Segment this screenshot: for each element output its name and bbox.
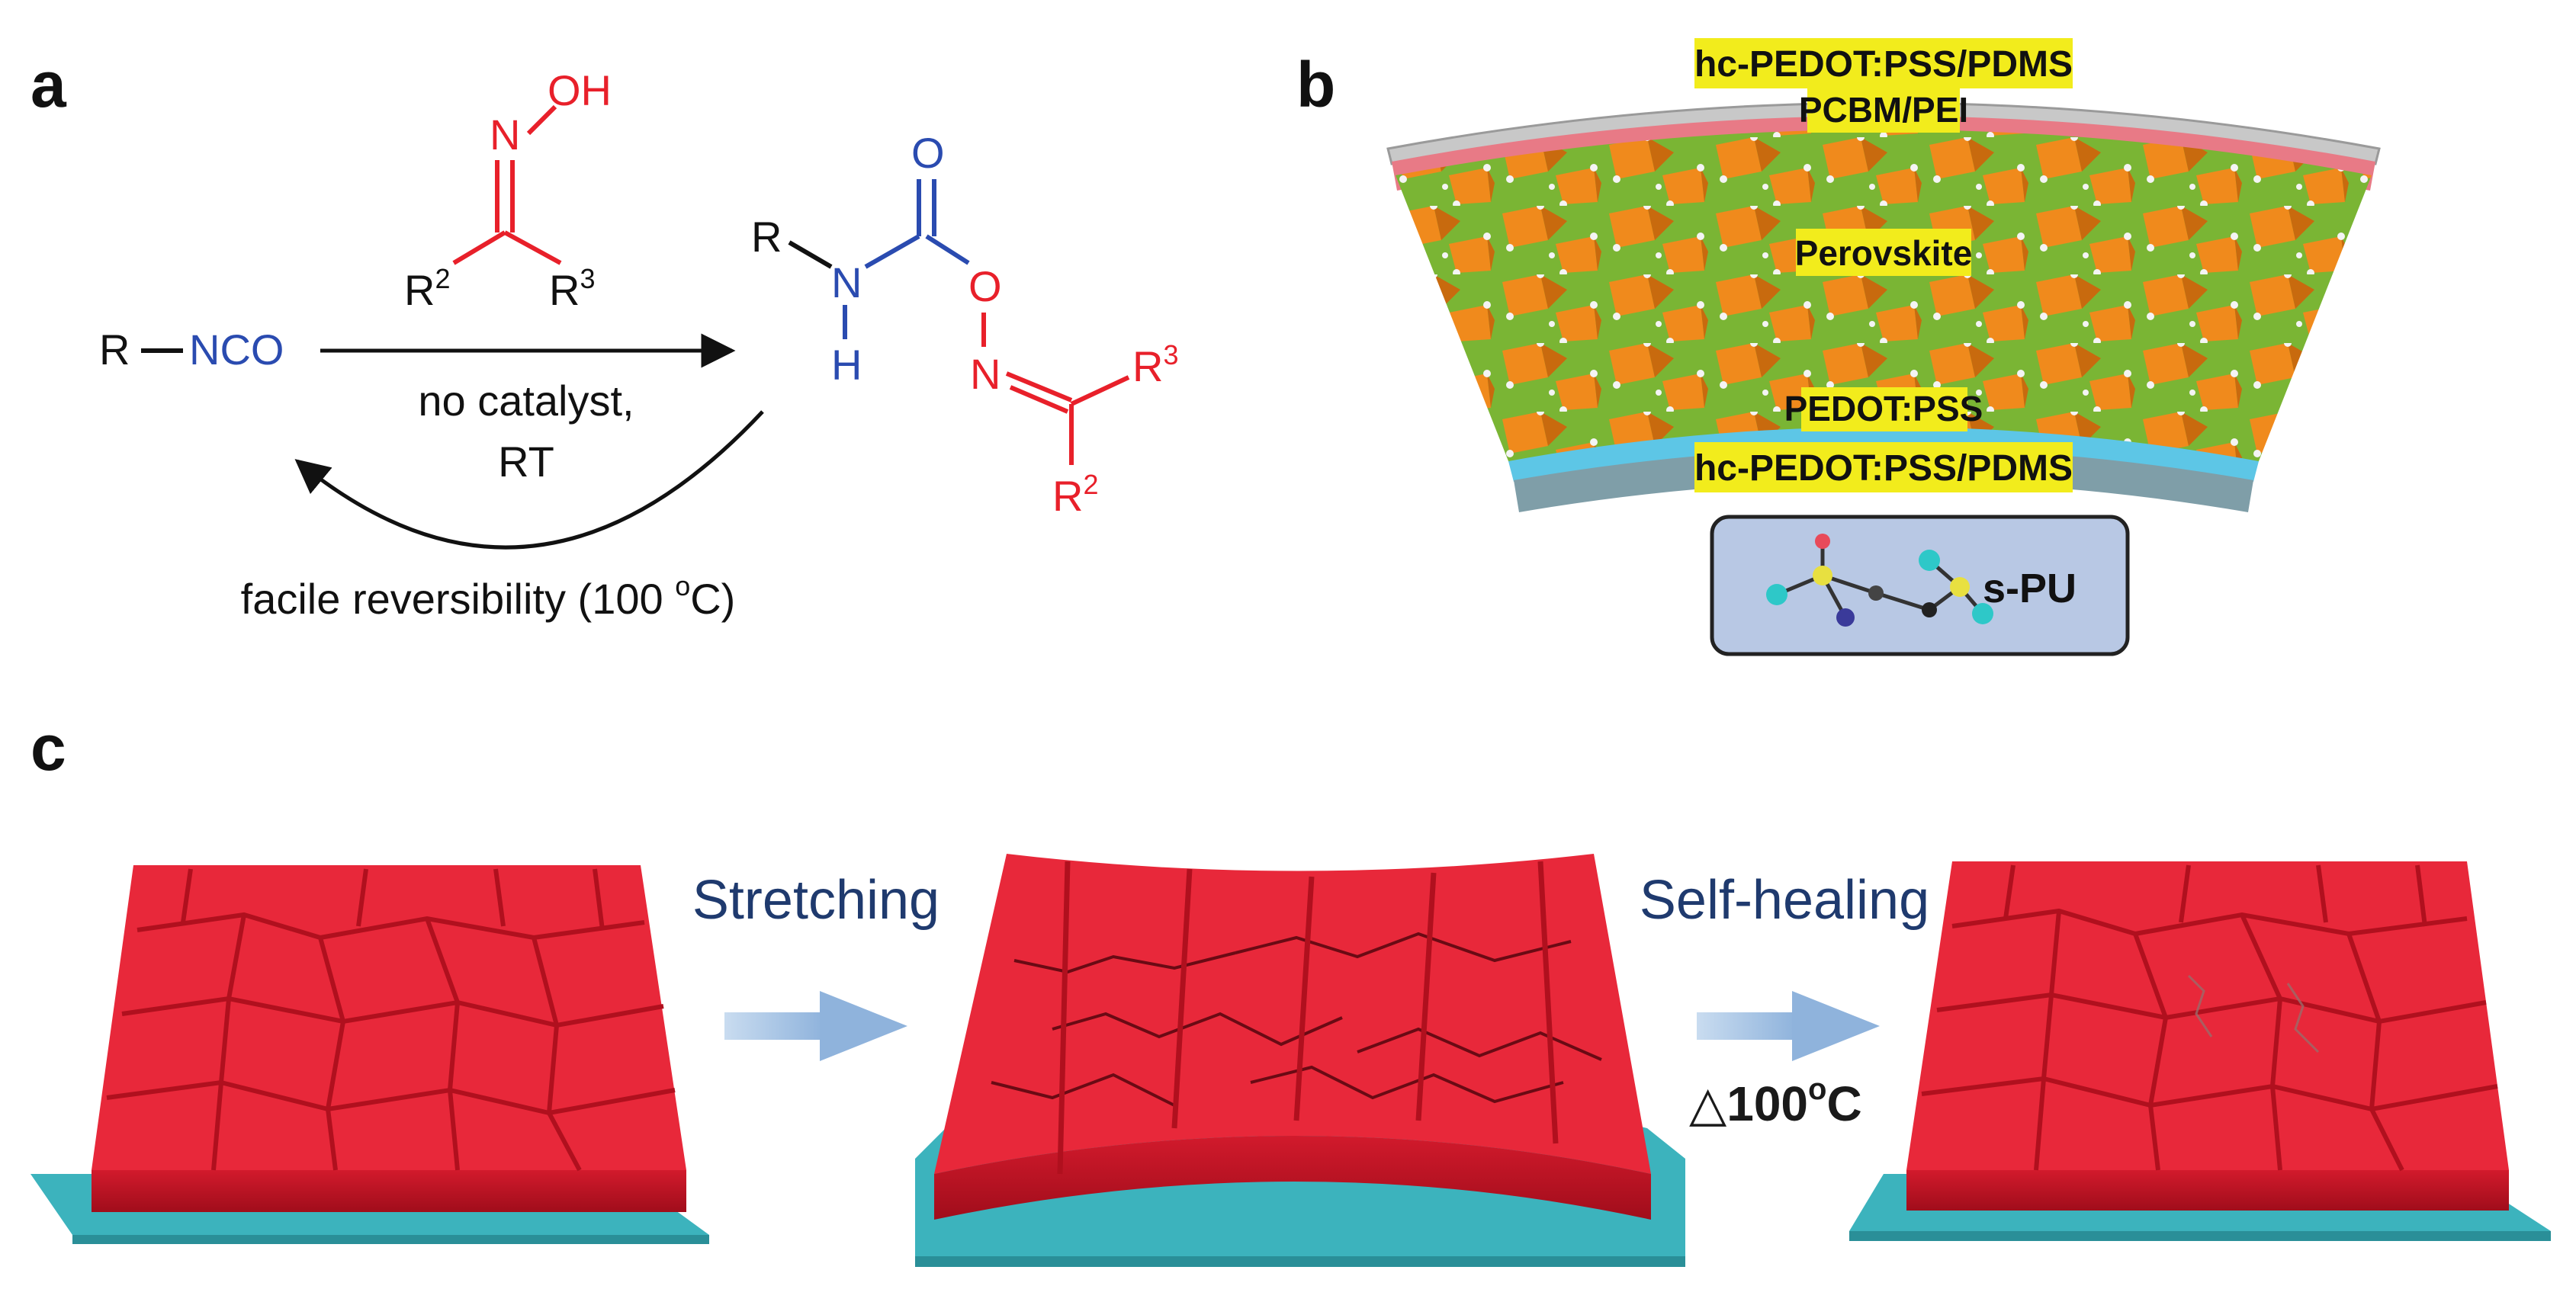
product-n2: N [970,350,1001,398]
condition-line1: no catalyst, [418,377,634,425]
label-htl: PEDOT:PSS [1784,389,1983,428]
oxime-r2: R2 [404,263,450,314]
panel-label-b: b [1296,49,1335,120]
stretching-label: Stretching [692,870,940,931]
spu-label: s-PU [1983,566,2077,611]
stretch-heal-process: Stretching [31,854,2551,1267]
product-h: H [831,341,862,389]
panel-label-c: c [31,712,66,784]
oxime-oh: OH [548,66,612,114]
oxime-n: N [490,111,520,159]
film-stretched [915,854,1685,1267]
reverse-arrow [294,410,764,550]
heat-condition: △100oC [1689,1073,1862,1131]
film-intact [31,865,709,1244]
label-etl: PCBM/PEI [1799,90,1968,130]
spu-molecule-icon [1766,534,1993,627]
spu-legend: s-PU [1710,515,2130,656]
product-r: R [751,213,782,261]
label-top-electrode: hc-PEDOT:PSS/PDMS [1694,44,2073,85]
reactant-r: R [99,326,130,374]
product-r2: R2 [1052,469,1098,520]
product-n: N [831,258,862,306]
oxime-r3: R3 [549,263,595,314]
stretching-arrow [724,991,907,1061]
reaction-scheme: R NCO N OH R2 R3 no catalyst, RT facile … [99,66,1178,623]
label-bottom-electrode: hc-PEDOT:PSS/PDMS [1694,448,2073,489]
product-o-top: O [911,129,945,177]
etl-layer [1392,116,2375,191]
oxime-structure: N OH R2 R3 [404,66,612,314]
film-healed [1849,861,2551,1241]
htl-layer [1508,427,2259,482]
self-healing-label: Self-healing [1640,870,1929,931]
self-healing-arrow [1697,991,1880,1061]
product-o: O [968,262,1002,310]
panel-label-a: a [31,49,67,120]
condition-line2: RT [498,438,554,486]
product-structure: R N H O O N R3 R2 [751,129,1178,520]
reactant-nco: NCO [189,326,284,374]
product-r3: R3 [1132,339,1178,390]
reverse-label: facile reversibility (100 oC) [241,570,736,623]
label-perovskite: Perovskite [1795,233,1973,273]
device-stack: hc-PEDOT:PSS/PDMS PCBM/PEI Perovskite PE… [1386,38,2381,656]
